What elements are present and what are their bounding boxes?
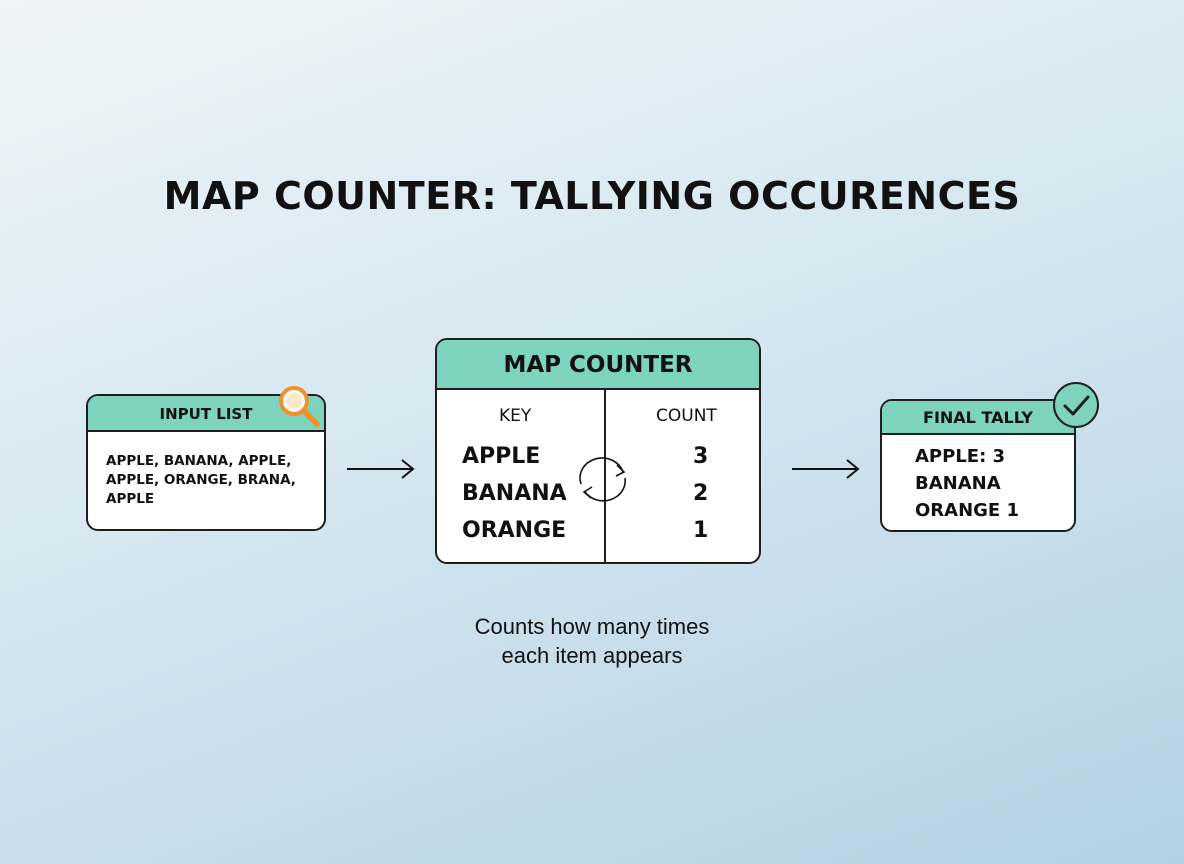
- tally-line: APPLE: 3: [915, 446, 1006, 467]
- caption-line: Counts how many times: [474, 614, 710, 639]
- key-column-header: KEY: [499, 406, 532, 426]
- map-key: ORANGE: [462, 518, 567, 543]
- check-badge-icon: [1053, 382, 1099, 428]
- map-counter-card: MAP COUNTER KEY COUNT APPLE BANANA ORANG…: [435, 338, 761, 564]
- final-tally-header: FINAL TALLY: [882, 401, 1074, 435]
- diagram-title: MAP COUNTER: TALLYING OCCURENCES: [163, 174, 1021, 218]
- input-line: APPLE, BANANA, APPLE,: [106, 453, 292, 469]
- count-column-header: COUNT: [656, 406, 717, 426]
- input-list-items: APPLE, BANANA, APPLE, APPLE, ORANGE, BRA…: [106, 452, 316, 509]
- tally-line: BANANA: [915, 473, 1001, 494]
- map-key: BANANA: [462, 481, 567, 506]
- final-tally-items: APPLE: 3 BANANA ORANGE 1: [915, 443, 1019, 524]
- map-counter-header: MAP COUNTER: [437, 340, 759, 390]
- map-key: APPLE: [462, 444, 541, 469]
- magnifier-icon: [279, 386, 320, 427]
- arrow-right-icon: [347, 459, 415, 479]
- tally-line: ORANGE 1: [915, 500, 1020, 521]
- caption-line: each item appears: [501, 643, 683, 668]
- final-tally-card: FINAL TALLY APPLE: 3 BANANA ORANGE 1: [880, 399, 1076, 532]
- caption: Counts how many times each item appears: [0, 612, 1184, 670]
- input-line: APPLE: [106, 491, 155, 507]
- map-count: 3: [693, 444, 709, 469]
- cycle-arrows-icon: [579, 457, 627, 502]
- arrow-right-icon: [792, 459, 860, 479]
- map-count: 1: [693, 518, 709, 543]
- input-list-card: INPUT LIST APPLE, BANANA, APPLE, APPLE, …: [86, 394, 326, 531]
- map-count: 2: [693, 481, 709, 506]
- input-line: APPLE, ORANGE, BRANA,: [106, 472, 296, 488]
- column-divider: [604, 390, 606, 564]
